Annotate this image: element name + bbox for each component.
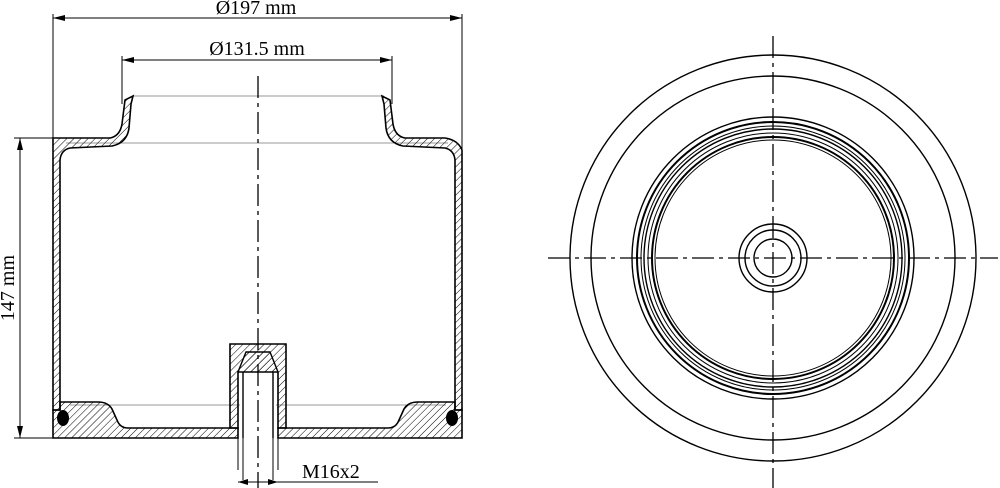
dim-label-outer-diameter: Ø197 mm (216, 0, 297, 19)
threaded-boss (229, 343, 287, 480)
dimension-thread: M16x2 (238, 461, 378, 485)
dim-label-thread: M16x2 (302, 461, 360, 483)
side-section-view: Ø197 mm Ø131.5 mm 147 mm (0, 0, 463, 488)
dim-label-top-diameter: Ø131.5 mm (209, 38, 305, 60)
dimension-height: 147 mm (0, 137, 60, 439)
dim-label-height: 147 mm (0, 255, 19, 322)
shell-section (52, 94, 463, 439)
dimension-top-diameter: Ø131.5 mm (121, 38, 393, 104)
top-plan-view (548, 36, 998, 488)
dimension-outer-diameter: Ø197 mm (52, 0, 463, 150)
